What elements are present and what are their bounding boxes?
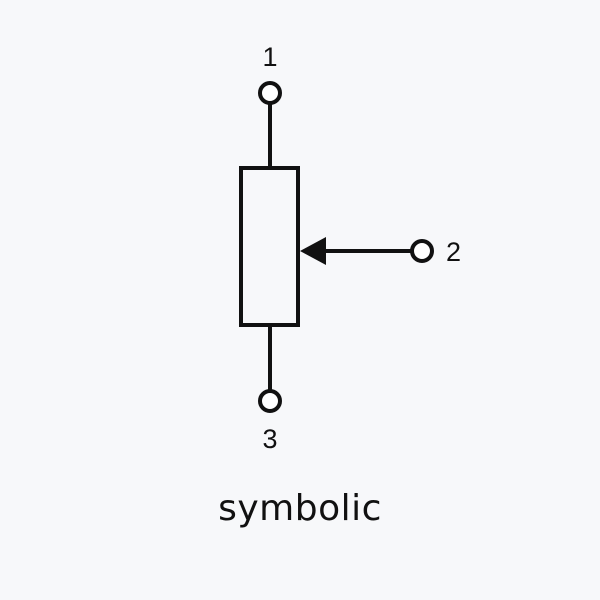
- pin-label-2: 2: [446, 237, 461, 267]
- wiper-arrow-head: [300, 237, 326, 265]
- pin-label-3: 3: [262, 424, 277, 454]
- diagram-caption: symbolic: [218, 488, 382, 529]
- terminal-1: [258, 81, 282, 105]
- pin-label-1: 1: [262, 42, 277, 72]
- resistor-body: [239, 166, 300, 327]
- terminal-2: [410, 239, 434, 263]
- terminal-3: [258, 389, 282, 413]
